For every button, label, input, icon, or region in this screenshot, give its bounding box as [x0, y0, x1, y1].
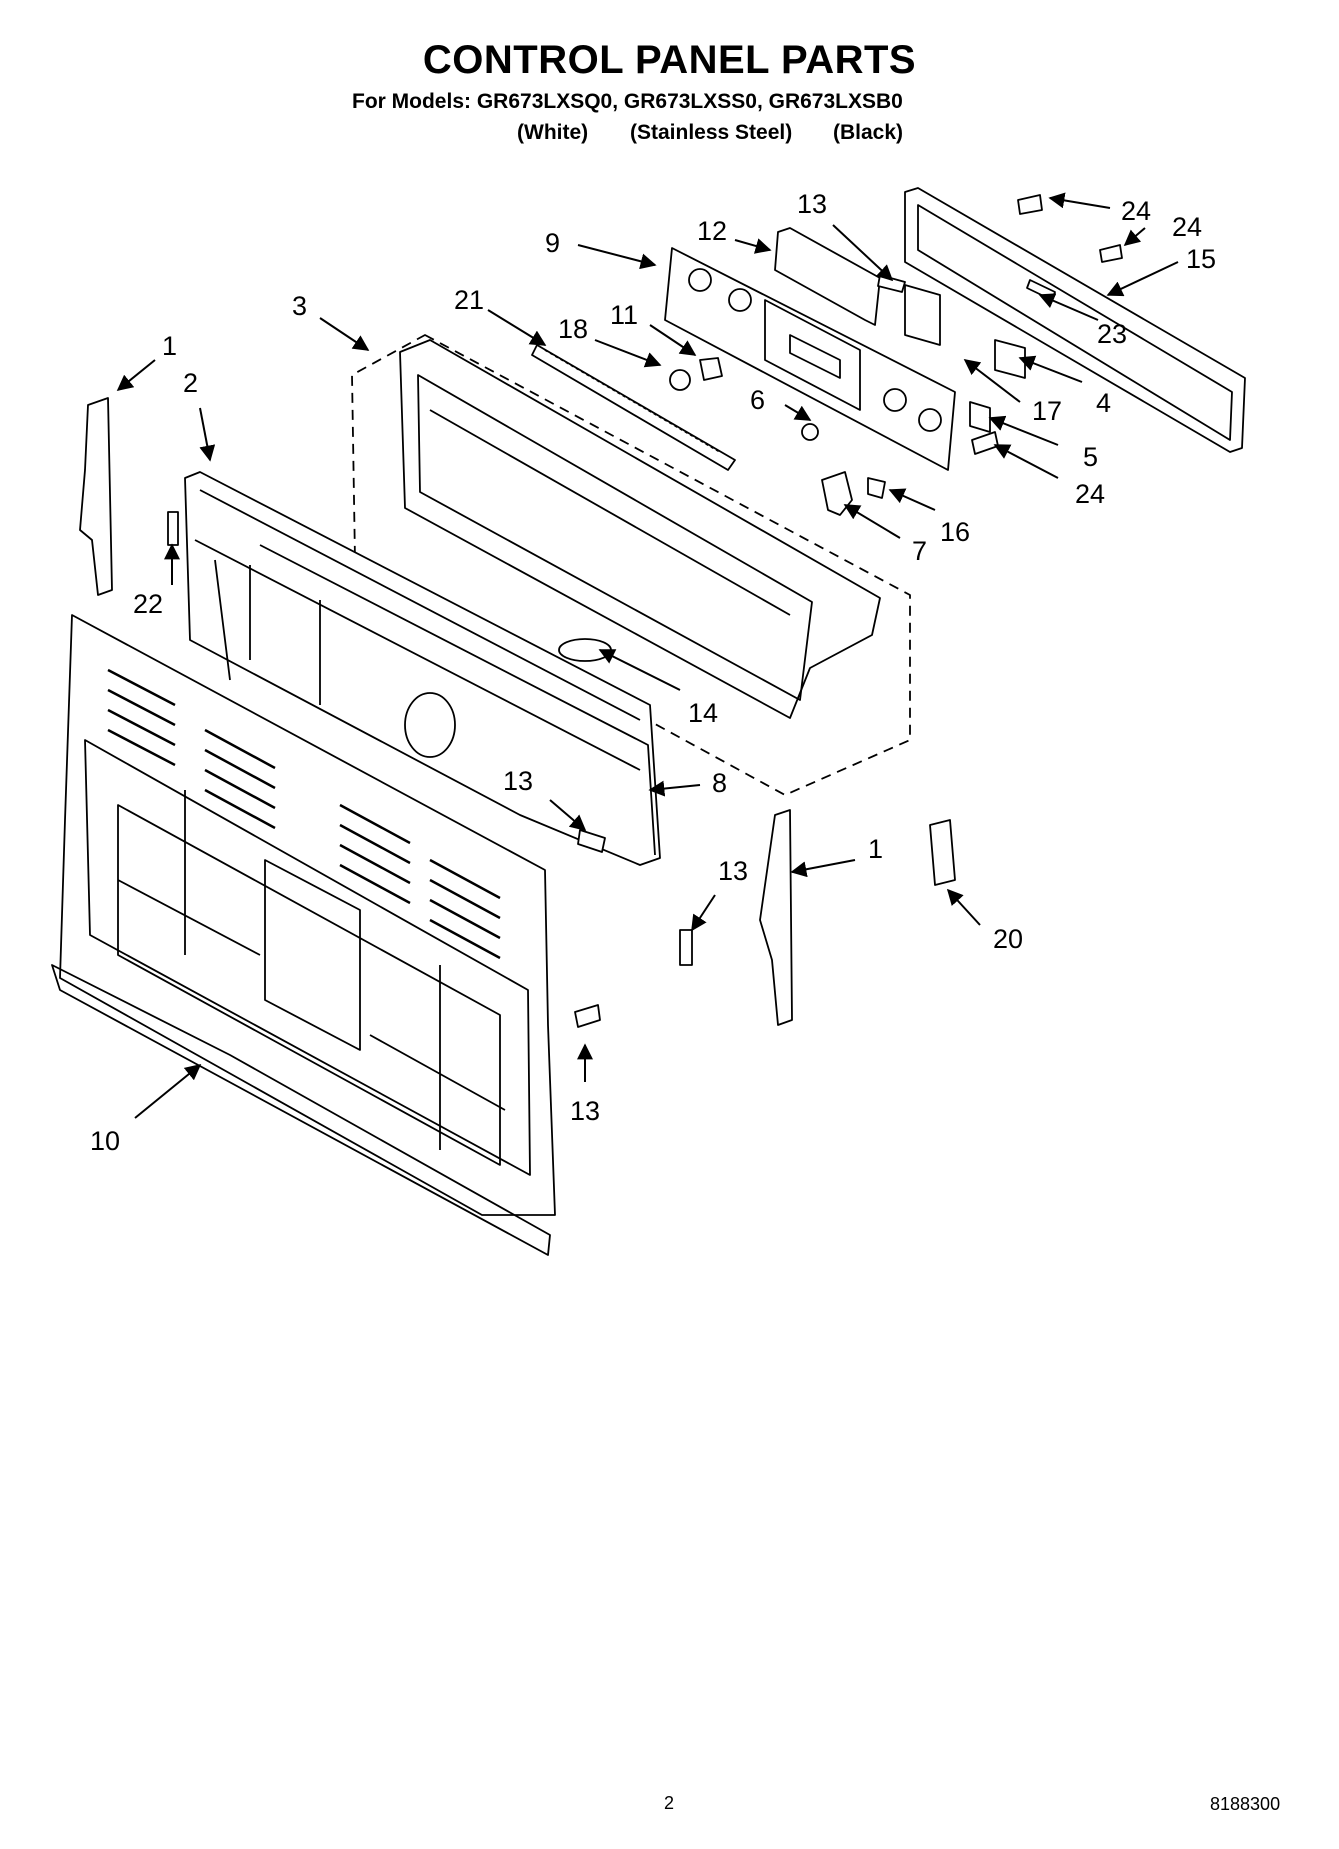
- page-title: CONTROL PANEL PARTS: [422, 38, 917, 82]
- models-line: For Models: GR673LXSQ0, GR673LXSS0, GR67…: [352, 90, 903, 113]
- callout: 21: [454, 285, 484, 315]
- callout: 24: [1172, 212, 1202, 242]
- callout: 13: [797, 189, 827, 219]
- variant-white: (White): [517, 121, 589, 144]
- rear-shield: [51, 614, 556, 1256]
- screw: [971, 431, 999, 455]
- screw: [574, 1004, 601, 1028]
- callout-labels: 1 2 3 9 12 13 24 24 15 21 18 11 23 6 17 …: [90, 189, 1216, 1156]
- logo-badge: [558, 638, 612, 662]
- callout: 7: [912, 536, 927, 566]
- callout: 8: [712, 768, 727, 798]
- callout: 3: [292, 291, 307, 321]
- callout: 15: [1186, 244, 1216, 274]
- callout: 23: [1097, 319, 1127, 349]
- relay-switch: [904, 284, 941, 346]
- callout: 16: [940, 517, 970, 547]
- callout: 1: [162, 331, 177, 361]
- screw: [1099, 244, 1123, 263]
- callout: 12: [697, 216, 727, 246]
- callout: 5: [1083, 442, 1098, 472]
- callout: 13: [503, 766, 533, 796]
- screw: [877, 274, 906, 293]
- callout: 24: [1121, 196, 1151, 226]
- callout: 18: [558, 314, 588, 344]
- document-number: 8188300: [1210, 1794, 1281, 1814]
- callout: 6: [750, 385, 765, 415]
- screw: [1017, 194, 1043, 215]
- callout: 22: [133, 589, 163, 619]
- vent-louvers: [107, 668, 501, 960]
- console-vent-hole: [404, 692, 456, 758]
- callout: 1: [868, 834, 883, 864]
- wire-harness: [929, 819, 956, 886]
- screw: [679, 929, 693, 966]
- control-console-bracket: [184, 471, 661, 866]
- control-panel: [664, 247, 956, 471]
- callout: 20: [993, 924, 1023, 954]
- knob-clip: [867, 477, 886, 499]
- callout: 17: [1032, 396, 1062, 426]
- indicator-light: [669, 369, 691, 391]
- end-cap-right: [759, 809, 793, 1026]
- callout: 13: [570, 1096, 600, 1126]
- display-board: [774, 227, 881, 326]
- clock-switch: [969, 401, 991, 433]
- callout: 24: [1075, 479, 1105, 509]
- knob-small: [801, 423, 819, 441]
- callout: 4: [1096, 388, 1111, 418]
- screw: [577, 829, 606, 853]
- callout: 11: [610, 300, 638, 330]
- back-panel: [904, 187, 1246, 453]
- power-switch: [994, 339, 1026, 379]
- screw: [167, 511, 179, 546]
- knob-bezel: [699, 357, 723, 381]
- variant-stainless-steel: (Stainless Steel): [630, 121, 793, 144]
- page-number: 2: [664, 1793, 675, 1813]
- callout: 14: [688, 698, 718, 728]
- assembly-dashed-outline: [351, 334, 911, 796]
- control-knob: [821, 471, 853, 516]
- callout: 13: [718, 856, 748, 886]
- trim-bracket: [531, 344, 736, 471]
- callout: 9: [545, 228, 560, 258]
- variant-black: (Black): [833, 121, 904, 144]
- callout: 2: [183, 368, 198, 398]
- end-cap-left: [79, 397, 113, 596]
- callout: 10: [90, 1126, 120, 1156]
